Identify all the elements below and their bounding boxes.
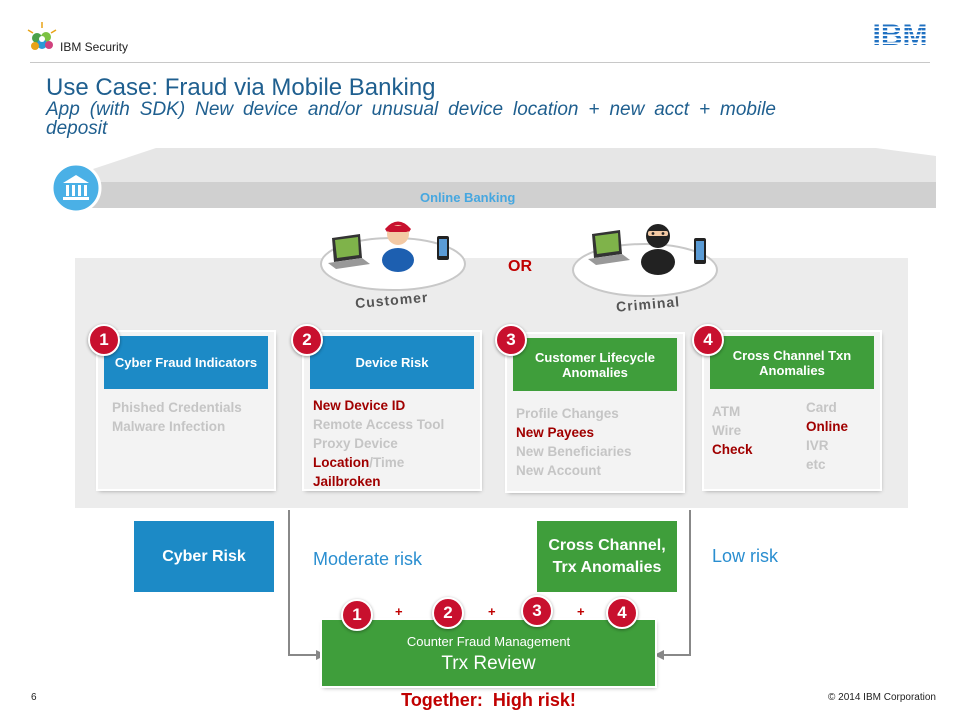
or-label: OR [508, 258, 532, 275]
list-item: ATM [712, 404, 741, 419]
moderate-risk-label: Moderate risk [313, 549, 423, 569]
list-item: New Device ID [313, 398, 406, 413]
customer-person-icon [382, 221, 414, 272]
list-item: Card [806, 400, 837, 415]
brand-name: IBM Security [60, 40, 129, 54]
cross-channel-box: Cross Channel, Trx Anomalies [537, 521, 677, 592]
list-item: IVR [806, 438, 829, 453]
customer-actor [318, 216, 468, 301]
step-badge-3: 3 [495, 324, 527, 356]
card-title: Cross Channel Txn Anomalies [710, 336, 874, 389]
plus-sign: + [577, 604, 585, 619]
laptop-icon [588, 230, 630, 265]
mobile-phone-icon [437, 236, 449, 260]
plus-sign: + [395, 604, 403, 619]
list-item: Check [712, 442, 753, 457]
trx-review-box: Counter Fraud Management Trx Review [322, 620, 655, 686]
page-title: Use Case: Fraud via Mobile Banking [46, 74, 436, 101]
page-number: 6 [31, 692, 37, 703]
trx-badge-3: 3 [521, 595, 553, 627]
step-badge-2: 2 [291, 324, 323, 356]
list-item: Wire [712, 423, 742, 438]
list-item: New Beneficiaries [516, 444, 632, 459]
list-item: Location/Time [313, 455, 405, 470]
card-items: New Device ID Remote Access Tool Proxy D… [313, 396, 444, 491]
card-items-col2: Card Online IVR etc [806, 398, 848, 474]
plus-sign: + [488, 604, 496, 619]
laptop-icon [328, 234, 370, 269]
svg-text:IBM: IBM [873, 20, 928, 48]
card-cross-channel: Cross Channel Txn Anomalies ATM Wire Che… [704, 332, 880, 489]
card-title: Device Risk [310, 336, 474, 389]
page-subtitle: App (with SDK) New device and/or unusual… [46, 99, 776, 139]
card-title: Customer Lifecycle Anomalies [513, 338, 677, 391]
list-item: Proxy Device [313, 436, 398, 451]
trx-badge-1: 1 [341, 599, 373, 631]
step-badge-4: 4 [692, 324, 724, 356]
trx-badge-4: 4 [606, 597, 638, 629]
list-item: Malware Infection [112, 419, 226, 434]
list-item: Remote Access Tool [313, 417, 445, 432]
bank-icon [50, 162, 102, 219]
security-logo-icon [24, 20, 60, 61]
criminal-actor [570, 222, 720, 307]
ibm-logo-icon: IBM [868, 19, 932, 53]
online-banking-banner [60, 148, 936, 210]
list-item: New Account [516, 463, 602, 478]
trx-title: Trx Review [441, 653, 536, 674]
trx-badge-2: 2 [432, 597, 464, 629]
header-divider [30, 62, 930, 63]
card-device-risk: Device Risk New Device ID Remote Access … [304, 332, 480, 489]
card-items-col1: ATM Wire Check [712, 402, 753, 459]
step-badge-1: 1 [88, 324, 120, 356]
card-title: Cyber Fraud Indicators [104, 336, 268, 389]
cyber-risk-box: Cyber Risk [134, 521, 274, 592]
list-item: Jailbroken [313, 474, 381, 489]
list-item: New Payees [516, 425, 595, 440]
trx-caption: Counter Fraud Management [406, 634, 571, 649]
list-item: etc [806, 457, 826, 472]
copyright: © 2014 IBM Corporation [828, 692, 936, 703]
list-item: Phished Credentials [112, 400, 242, 415]
card-cyber-fraud: Cyber Fraud Indicators Phished Credentia… [98, 332, 274, 489]
conclusion-label: Together: High risk! [401, 690, 576, 710]
list-item: Profile Changes [516, 406, 619, 421]
criminal-person-icon [641, 224, 675, 275]
card-customer-lifecycle: Customer Lifecycle Anomalies Profile Cha… [507, 334, 683, 491]
card-items: Phished Credentials Malware Infection [112, 398, 242, 436]
online-banking-label: Online Banking [420, 190, 516, 205]
list-item: Online [806, 419, 849, 434]
mobile-phone-icon [694, 238, 706, 264]
connector-arrows [280, 505, 700, 670]
card-items: Profile Changes New Payees New Beneficia… [516, 404, 632, 480]
low-risk-label: Low risk [712, 546, 779, 566]
